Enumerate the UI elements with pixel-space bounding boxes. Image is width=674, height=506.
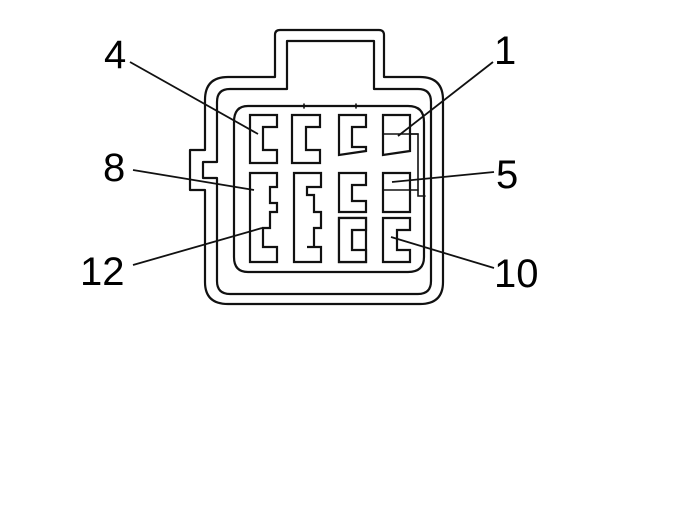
label-pin-1: 1: [494, 29, 516, 73]
leader-pin-4: [129, 61, 259, 135]
terminal-6: [337, 171, 368, 214]
terminal-3: [290, 113, 322, 165]
terminal-4: [248, 113, 279, 165]
leader-pin-5: [391, 171, 495, 183]
label-pin-8: 8: [103, 146, 125, 190]
terminal-row-1: [248, 113, 419, 165]
terminal-rows-2-3: [248, 171, 419, 264]
pin-labels: 4 1 8 5 12 10: [80, 29, 539, 296]
label-pin-5: 5: [496, 153, 518, 197]
leader-pin-8: [132, 169, 255, 191]
terminal-7-11: [292, 171, 323, 264]
terminal-1: [381, 113, 412, 157]
terminal-8-12: [248, 171, 279, 264]
terminal-10: [381, 216, 412, 264]
housing-inner-outline: [201, 39, 433, 296]
label-pin-4: 4: [104, 33, 126, 77]
leader-pin-10: [390, 236, 495, 269]
label-pin-12: 12: [80, 250, 125, 294]
label-pin-10: 10: [494, 252, 539, 296]
housing-outer-outline: [188, 28, 445, 306]
right-rib: [409, 133, 426, 197]
terminal-5: [381, 171, 412, 214]
terminal-9-slot: [337, 216, 368, 264]
terminal-2: [337, 113, 368, 157]
leader-pin-1: [397, 61, 494, 137]
cavity-outline: [232, 104, 426, 274]
leader-pin-12: [132, 227, 263, 266]
